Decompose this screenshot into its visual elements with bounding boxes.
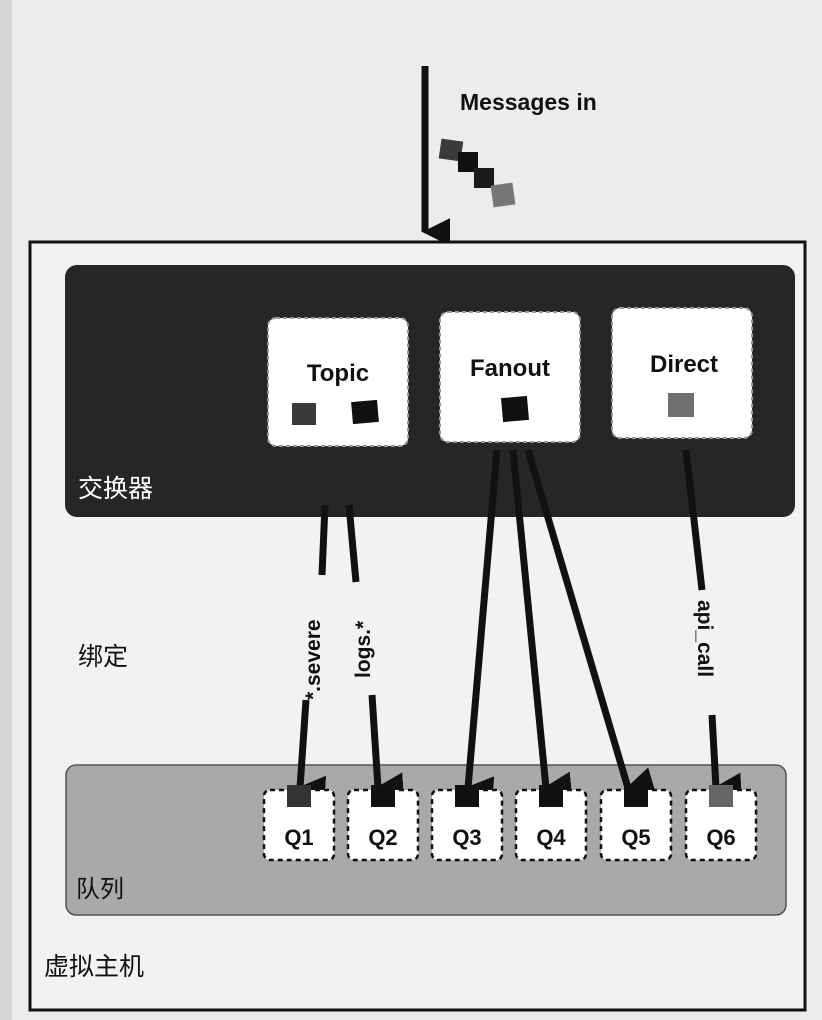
binding-line-logs-bottom xyxy=(368,694,405,801)
binding-key-api-call: api_call xyxy=(693,600,716,677)
binding-line-severe-bottom xyxy=(296,699,327,804)
message-icon xyxy=(539,785,563,807)
message-icons xyxy=(438,138,516,208)
message-icon xyxy=(501,395,529,423)
exchange-name: Fanout xyxy=(470,355,550,382)
virtual-host-label: 虚拟主机 xyxy=(44,952,144,981)
exchange-direct[interactable]: Direct xyxy=(611,307,753,439)
queue-q5[interactable]: Q5 xyxy=(599,785,673,862)
queue-name: Q4 xyxy=(536,825,566,850)
exchange-name: Direct xyxy=(650,351,718,378)
binding-line-fanout-q4 xyxy=(509,449,573,800)
queue-name: Q1 xyxy=(284,825,313,850)
message-icon xyxy=(371,785,395,807)
binding-line-fanout-q5 xyxy=(524,449,657,795)
message-icon xyxy=(624,785,648,807)
queue-panel xyxy=(65,764,787,916)
binding-key-severe: *.severe xyxy=(302,619,325,700)
exchange-fanout[interactable]: Fanout xyxy=(439,311,581,443)
binding-key-logs: logs.* xyxy=(352,620,375,678)
message-icon xyxy=(287,785,311,807)
binding-line-api-top xyxy=(682,449,706,591)
exchange-topic[interactable]: Topic xyxy=(267,317,409,447)
binding-line-fanout-q3 xyxy=(464,449,501,805)
message-icon xyxy=(351,399,379,425)
queue-name: Q3 xyxy=(452,825,481,850)
queue-q1[interactable]: Q1 xyxy=(262,785,336,862)
bindings xyxy=(296,449,742,805)
message-icon xyxy=(668,393,694,417)
queue-panel-label: 队列 xyxy=(76,875,124,903)
incoming-label: Messages in xyxy=(460,89,597,115)
queue-q3[interactable]: Q3 xyxy=(430,785,504,862)
queue-name: Q6 xyxy=(706,825,735,850)
binding-line-api-bottom xyxy=(708,714,742,801)
queue-q2[interactable]: Q2 xyxy=(346,785,420,862)
message-icon xyxy=(292,403,316,425)
exchange-panel-label: 交换器 xyxy=(78,474,153,503)
queue-q4[interactable]: Q4 xyxy=(514,785,588,862)
binding-line-severe-top xyxy=(318,504,329,576)
queue-q6[interactable]: Q6 xyxy=(684,785,758,862)
page-edge xyxy=(0,0,12,1020)
queue-name: Q5 xyxy=(621,825,650,850)
binding-line-logs-top xyxy=(345,504,360,583)
exchange-name: Topic xyxy=(307,360,369,387)
queue-name: Q2 xyxy=(368,825,397,850)
message-icon xyxy=(709,785,733,807)
bindings-label: 绑定 xyxy=(78,642,128,671)
message-icon xyxy=(455,785,479,807)
